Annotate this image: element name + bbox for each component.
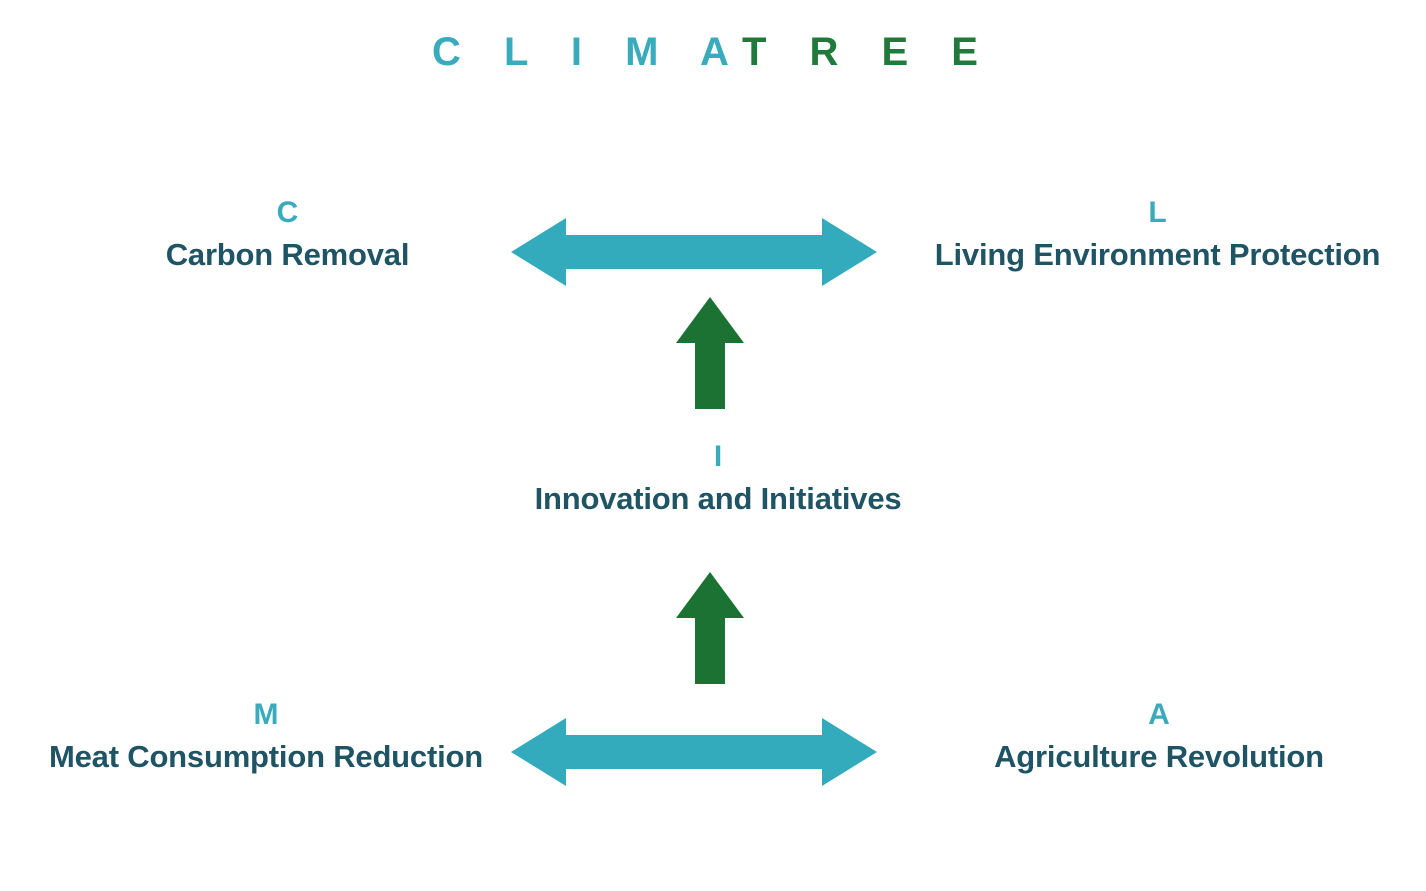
up-arrow-icon bbox=[676, 572, 744, 684]
node-innovation-and-initiatives: I Innovation and Initiatives bbox=[408, 442, 1028, 520]
page-title: C L I M AT R E E bbox=[0, 30, 1426, 74]
node-letter-c: C bbox=[276, 196, 299, 229]
node-living-environment-protection: L Living Environment Protection bbox=[925, 198, 1390, 276]
node-label-meat-consumption-reduction: Meat Consumption Reduction bbox=[49, 739, 483, 774]
title-segment-clima: C L I M A bbox=[432, 30, 742, 74]
node-letter-a: A bbox=[1148, 698, 1170, 731]
up-arrow-icon bbox=[676, 297, 744, 409]
node-meat-consumption-reduction: M Meat Consumption Reduction bbox=[42, 700, 490, 778]
node-letter-m: M bbox=[253, 698, 279, 731]
node-letter-l: L bbox=[1148, 196, 1167, 229]
title-segment-tree: T R E E bbox=[741, 30, 994, 74]
node-agriculture-revolution: A Agriculture Revolution bbox=[925, 700, 1393, 778]
node-label-living-environment-protection: Living Environment Protection bbox=[934, 237, 1381, 272]
node-letter-i: I bbox=[713, 440, 723, 473]
double-arrow-horizontal-icon bbox=[511, 718, 877, 786]
node-label-carbon-removal: Carbon Removal bbox=[165, 237, 410, 272]
double-arrow-horizontal-icon bbox=[511, 218, 877, 286]
node-label-agriculture-revolution: Agriculture Revolution bbox=[994, 739, 1324, 774]
node-carbon-removal: C Carbon Removal bbox=[60, 198, 515, 276]
node-label-innovation-and-initiatives: Innovation and Initiatives bbox=[534, 481, 902, 516]
